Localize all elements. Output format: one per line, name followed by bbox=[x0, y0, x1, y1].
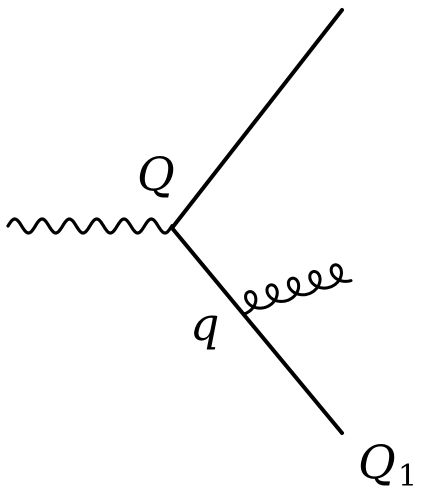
lower-quark-line bbox=[170, 226, 344, 435]
gluon-line bbox=[242, 263, 353, 316]
label-q1-outgoing: Q bbox=[358, 435, 396, 489]
photon-line bbox=[6, 217, 174, 235]
label-q-vertex: Q bbox=[137, 147, 175, 201]
label-q-emitter: q bbox=[190, 297, 219, 351]
label-q1-subscript: 1 bbox=[398, 459, 417, 492]
upper-quark-line bbox=[170, 8, 344, 230]
